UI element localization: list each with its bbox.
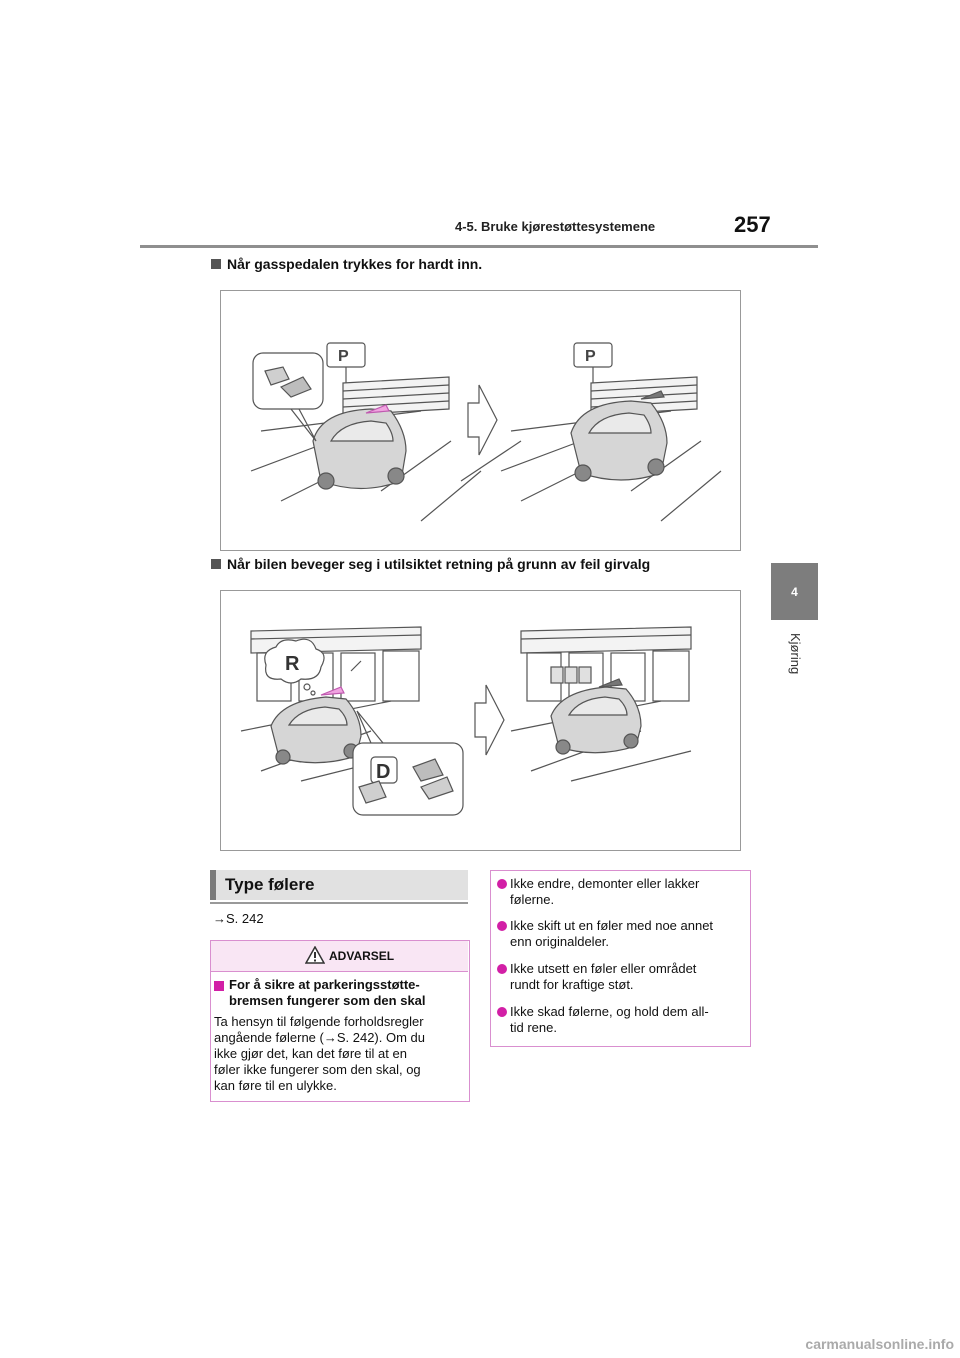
warning-body-line: kan føre til en ulykke. (214, 1078, 337, 1093)
chapter-number: 4 (791, 584, 798, 599)
square-bullet-icon (211, 259, 221, 269)
warning-body-line: angående følerne (→S. 242). Om du (214, 1030, 426, 1045)
bullet-dot-icon (497, 921, 507, 931)
warning-label: ADVARSEL (329, 949, 395, 963)
sensor-precautions-box (490, 870, 751, 1047)
list-item: Ikke endre, demonter eller lakker følern… (497, 876, 747, 908)
warning-header: ADVARSEL (211, 941, 468, 972)
list-item: Ikke skad følerne, og hold dem all- tid … (497, 1004, 747, 1036)
figure-gas-pedal-illustration: P P (220, 290, 741, 551)
list-item: Ikke skift ut en føler med noe annet enn… (497, 918, 747, 950)
sensors-heading-rule (210, 902, 468, 904)
warning-box (210, 940, 470, 1102)
square-bullet-icon (214, 979, 226, 991)
bullet-dot-icon (497, 964, 507, 974)
warning-body-line: Ta hensyn til følgende forholdsregler (214, 1014, 424, 1029)
gear-d-label: D (376, 761, 390, 783)
sensors-heading-text: Type følere (225, 875, 315, 894)
section2-heading: Når bilen beveger seg i utilsiktet retni… (211, 556, 650, 572)
gear-r-label: R (285, 653, 300, 675)
gas-pedal-illustration: P P (250, 342, 722, 522)
page-number: 257 (734, 212, 771, 237)
warning-subheading-line1: For å sikre at parkeringsstøtte- (229, 977, 420, 992)
bullet-dot-icon (497, 1007, 507, 1017)
header-rule (140, 245, 818, 248)
list-item: Ikke utsett en føler eller området rundt… (497, 961, 747, 993)
warning-body-line: føler ikke fungerer som den skal, og (214, 1062, 421, 1077)
figure-wrong-gear-illustration: R D (220, 590, 741, 851)
watermark: carmanualsonline.info (805, 1336, 954, 1352)
section1-heading-text: Når gasspedalen trykkes for hardt inn. (227, 256, 483, 272)
section1-heading: Når gasspedalen trykkes for hardt inn. (211, 256, 482, 272)
section-title: 4-5. Bruke kjørestøttesystemene (455, 219, 656, 234)
warning-body-line: ikke gjør det, kan det føre til at en (214, 1046, 407, 1061)
sign-letter-left: P (338, 348, 349, 365)
transition-arrow (467, 384, 498, 456)
sign-letter-right: P (585, 348, 596, 365)
chapter-tab[interactable]: 4 (771, 563, 818, 620)
warning-subheading-line2: bremsen fungerer som den skal (229, 993, 426, 1008)
page-reference[interactable]: →S. 242 (213, 911, 264, 926)
bullet-dot-icon (497, 879, 507, 889)
wrong-gear-illustration: R D (240, 626, 692, 816)
section2-heading-text: Når bilen beveger seg i utilsiktet retni… (227, 556, 651, 572)
square-bullet-icon (211, 559, 221, 569)
sensors-heading: Type følere (210, 870, 468, 900)
chapter-label: Kjøring (788, 633, 803, 675)
warning-triangle-icon (305, 946, 325, 964)
transition-arrow (474, 684, 505, 756)
